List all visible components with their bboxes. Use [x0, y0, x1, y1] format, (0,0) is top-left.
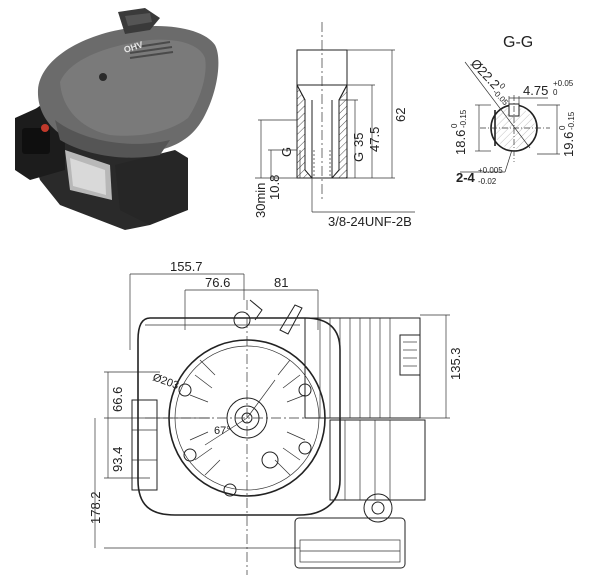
dim-18-6: 18.6: [453, 130, 468, 155]
dim-10-8: 10.8: [267, 175, 282, 200]
vent-slots: [129, 41, 174, 59]
dim-dia-22-tol-lower: -0.05: [491, 88, 510, 108]
dim-thread: 3/8-24UNF-2B: [328, 214, 412, 229]
dim-155-7: 155.7: [170, 259, 203, 274]
dim-19-6: 19.6: [561, 132, 576, 157]
dim-178-2: 178.2: [88, 491, 103, 524]
dim-4-75-tol-lower: 0: [553, 88, 558, 97]
dim-dia-22-tol-upper: 0: [497, 81, 507, 91]
dim-203: Ø203: [151, 372, 180, 392]
dim-key: 2-4: [456, 170, 476, 185]
dim-key-tol-upper: +0.005: [478, 166, 503, 175]
dim-19-6-tol-lower: -0.15: [567, 111, 576, 130]
dim-key-tol-lower: -0.02: [478, 177, 497, 186]
shaft-detail: 62 47.5 35 G G 30min 10.8 3/8-24UNF-2B: [253, 22, 415, 229]
dim-62: 62: [393, 108, 408, 122]
dim-18-6-tol-lower: -0.15: [459, 109, 468, 128]
engine-plan-view: 155.7 76.6 81 66.6 93.4 178.2 135.3: [88, 259, 463, 575]
dim-67-deg: 67°: [214, 425, 231, 437]
dim-35: 35: [351, 133, 366, 147]
dim-19-6-tol-upper: 0: [558, 125, 567, 130]
section-gg: G-G Ø22.2 0 -0.05 4.75: [450, 34, 576, 186]
dim-g-right: G: [351, 152, 366, 162]
dim-76-6: 76.6: [205, 275, 230, 290]
dim-30min: 30min: [253, 183, 268, 218]
dim-66-6: 66.6: [110, 387, 125, 412]
dim-135-3: 135.3: [448, 347, 463, 380]
section-title: G-G: [503, 34, 533, 51]
dim-4-75-tol-upper: +0.05: [553, 79, 574, 88]
dim-81: 81: [274, 275, 288, 290]
dim-g-left: G: [279, 147, 294, 157]
dim-18-6-tol-upper: 0: [450, 123, 459, 128]
engine-photo: OHV: [15, 8, 219, 230]
cylinder-fins: [304, 317, 421, 419]
dim-93-4: 93.4: [110, 447, 125, 472]
dim-4-75: 4.75: [523, 83, 548, 98]
dim-47-5: 47.5: [367, 127, 382, 152]
